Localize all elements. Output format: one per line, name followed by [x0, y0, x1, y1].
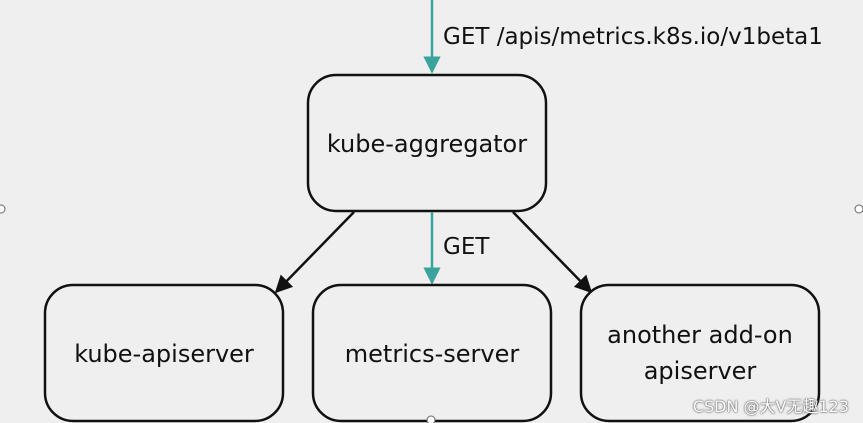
node-kube-apiserver: kube-apiserver — [43, 283, 285, 423]
bottom-resize-handle[interactable] — [426, 415, 436, 423]
node-kube-apiserver-label: kube-apiserver — [74, 340, 254, 368]
edge-to-addon-apiserver — [512, 211, 593, 294]
node-metrics-server: metrics-server — [311, 283, 553, 423]
edge-to-metrics-server-label: GET — [443, 234, 490, 260]
node-metrics-server-label: metrics-server — [345, 340, 520, 368]
node-kube-aggregator-box — [306, 73, 548, 213]
left-resize-handle[interactable] — [0, 204, 6, 214]
node-addon-apiserver-label-line2: apiserver — [644, 357, 757, 385]
node-addon-apiserver-label-line1: another add-on — [607, 321, 793, 349]
incoming-request-label: GET /apis/metrics.k8s.io/v1beta1 — [443, 24, 823, 50]
node-kube-aggregator-label: kube-aggregator — [327, 130, 527, 158]
csdn-watermark: CSDN @大V无趣123 — [692, 397, 849, 416]
node-addon-apiserver: another add-on apiserver — [579, 283, 821, 423]
right-resize-handle[interactable] — [854, 204, 863, 214]
edge-to-kube-apiserver — [274, 211, 355, 294]
node-addon-apiserver-box — [579, 283, 821, 423]
node-kube-apiserver-box — [43, 283, 285, 423]
node-kube-aggregator: kube-aggregator — [306, 73, 548, 213]
